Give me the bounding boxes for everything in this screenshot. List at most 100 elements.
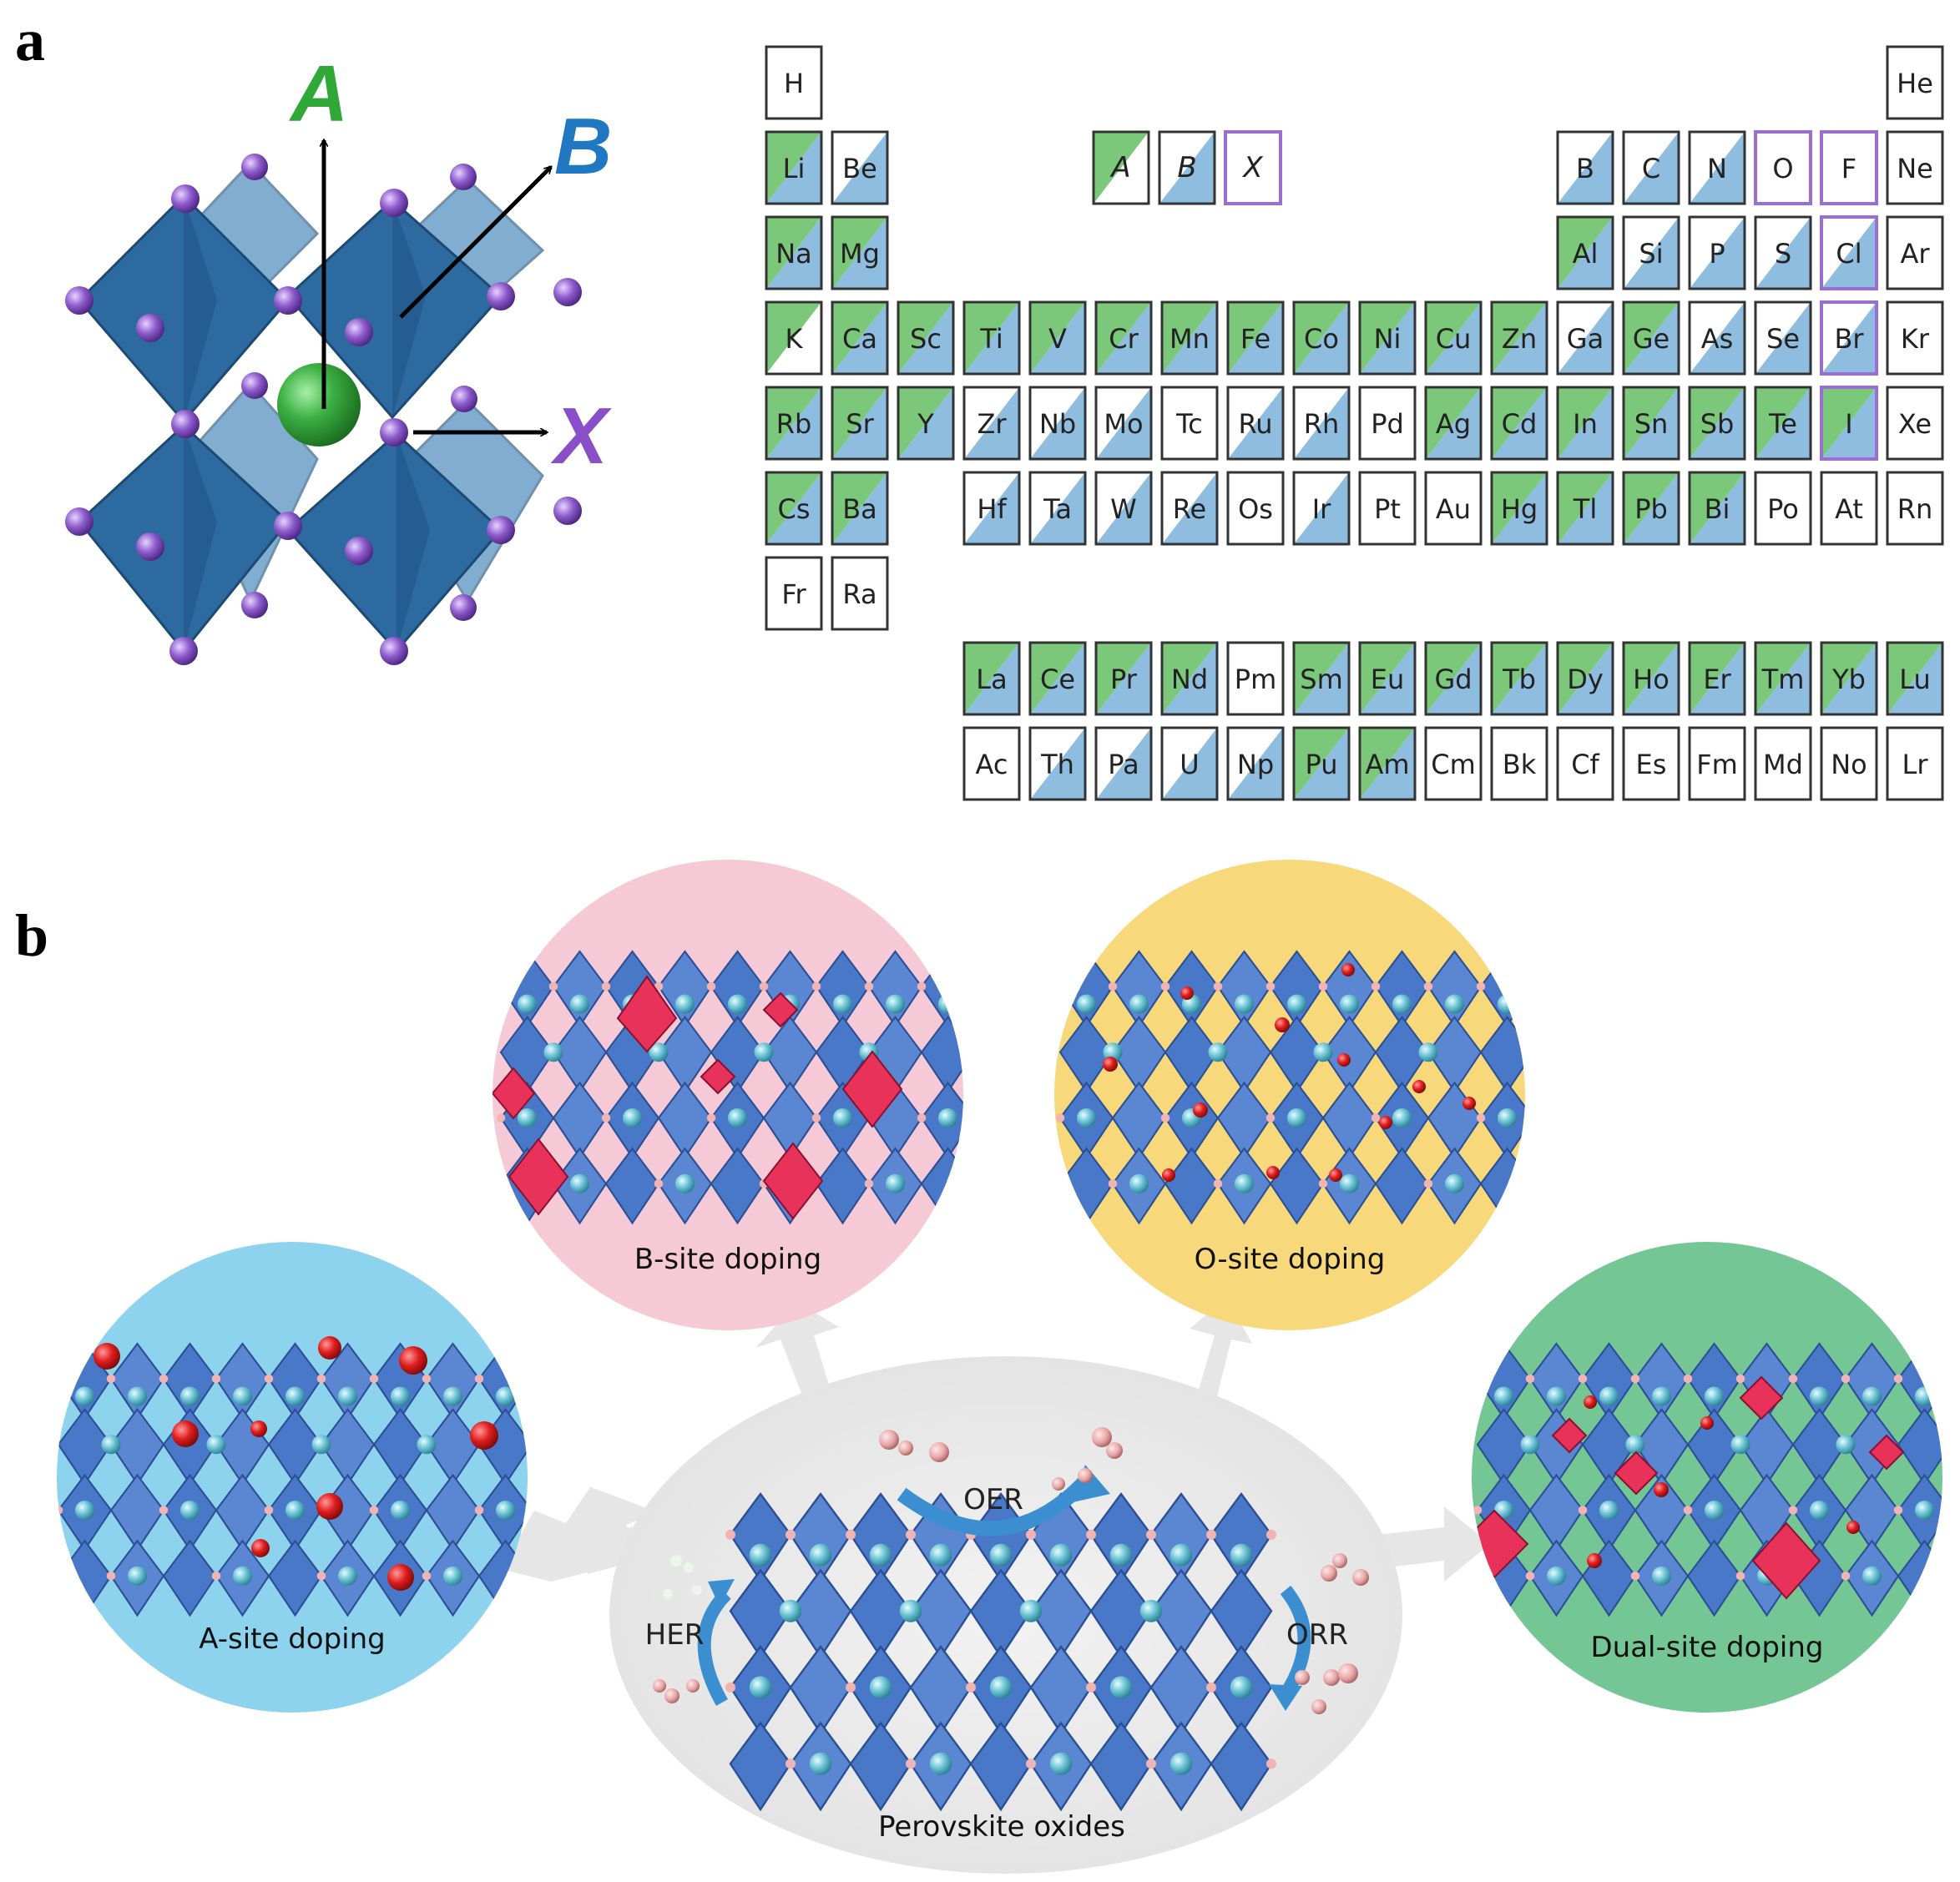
element-symbol: Pd (1371, 408, 1404, 440)
element-symbol: Es (1636, 749, 1667, 780)
element-te: Te (1754, 386, 1812, 461)
element-hg: Hg (1490, 471, 1548, 546)
element-v: V (1028, 300, 1087, 376)
element-at: At (1820, 471, 1878, 546)
element-symbol: Pr (1110, 663, 1138, 695)
element-kr: Kr (1886, 300, 1944, 376)
element-symbol: Y (917, 408, 934, 440)
element-n: N (1688, 130, 1746, 205)
element-sr: Sr (831, 386, 889, 461)
element-symbol: Tl (1573, 493, 1597, 525)
element-symbol: Br (1834, 323, 1864, 355)
element-sc: Sc (897, 300, 955, 376)
element-symbol: Sc (910, 323, 942, 355)
element-cl: Cl (1820, 215, 1878, 290)
element-symbol: Gd (1434, 663, 1472, 695)
bubble-dual-site: Dual-site doping (1472, 1242, 1942, 1713)
element-symbol: In (1573, 408, 1598, 440)
element-ga: Ga (1556, 300, 1614, 376)
element-symbol: Md (1763, 749, 1803, 780)
key-b-box: B (1158, 130, 1216, 205)
element-symbol: Si (1639, 238, 1663, 270)
element-cd: Cd (1490, 386, 1548, 461)
element-symbol: Be (842, 153, 877, 184)
panel-b-label: b (15, 902, 48, 969)
element-symbol: Ho (1633, 663, 1670, 695)
element-ce: Ce (1028, 641, 1087, 716)
element-lu: Lu (1886, 641, 1944, 716)
element-sm: Sm (1292, 641, 1351, 716)
element-pb: Pb (1622, 471, 1680, 546)
element-ru: Ru (1226, 386, 1285, 461)
element-cs: Cs (765, 471, 823, 546)
element-symbol: Th (1040, 749, 1074, 780)
element-tc: Tc (1160, 386, 1219, 461)
element-symbol: La (976, 663, 1007, 695)
bubble-b-site: B-site doping (493, 860, 963, 1330)
element-co: Co (1292, 300, 1351, 376)
element-li: Li (765, 130, 823, 205)
element-symbol: Ru (1238, 408, 1272, 440)
element-symbol: B (1576, 153, 1594, 184)
element-gd: Gd (1424, 641, 1483, 716)
key-a-box: A (1092, 130, 1150, 205)
element-ho: Ho (1622, 641, 1680, 716)
element-symbol: Rh (1304, 408, 1340, 440)
element-pt: Pt (1358, 471, 1417, 546)
bubble-a-site-caption: A-site doping (199, 1622, 386, 1656)
element-symbol: Zr (977, 408, 1007, 440)
element-nb: Nb (1028, 386, 1087, 461)
element-cu: Cu (1424, 300, 1483, 376)
element-symbol: Mo (1104, 408, 1143, 440)
element-symbol: Zn (1502, 323, 1537, 355)
element-er: Er (1688, 641, 1746, 716)
element-b: B (1556, 130, 1614, 205)
element-symbol: Tb (1502, 663, 1536, 695)
element-symbol: Na (775, 238, 812, 270)
label-x-site: X (550, 391, 612, 481)
element-fm: Fm (1688, 726, 1746, 801)
element-symbol: Os (1238, 493, 1273, 525)
element-eu: Eu (1358, 641, 1417, 716)
element-mn: Mn (1160, 300, 1219, 376)
element-md: Md (1754, 726, 1812, 801)
center-caption: Perovskite oxides (878, 1810, 1125, 1844)
element-symbol: Fe (1240, 323, 1270, 355)
element-ne: Ne (1886, 130, 1944, 205)
element-symbol: N (1707, 153, 1727, 184)
her-label: HER (645, 1618, 705, 1652)
element-symbol: Te (1768, 408, 1797, 440)
bubble-a-site: A-site doping (57, 1242, 528, 1713)
element-symbol: W (1110, 493, 1137, 525)
element-w: W (1094, 471, 1153, 546)
element-dy: Dy (1556, 641, 1614, 716)
element-tl: Tl (1556, 471, 1614, 546)
element-tm: Tm (1754, 641, 1812, 716)
element-symbol: Hg (1501, 493, 1538, 525)
element-symbol: Cs (777, 493, 810, 525)
a-site-cation (277, 363, 361, 447)
element-symbol: Pu (1305, 749, 1337, 780)
element-symbol: Fr (781, 578, 806, 610)
element-no: No (1820, 726, 1878, 801)
element-y: Y (897, 386, 955, 461)
center-perovskite: OER HER ORR Perovskite oxides (609, 1356, 1402, 1874)
label-b-site: B (554, 102, 612, 191)
element-lr: Lr (1886, 726, 1944, 801)
element-symbol: Nd (1171, 663, 1208, 695)
orr-label: ORR (1286, 1618, 1348, 1652)
element-po: Po (1754, 471, 1812, 546)
element-s: S (1754, 215, 1812, 290)
perovskite-crystal-structure: A B X (65, 49, 612, 665)
element-symbol: Pa (1108, 749, 1139, 780)
element-th: Th (1028, 726, 1087, 801)
element-k: K (765, 300, 823, 376)
element-cr: Cr (1094, 300, 1153, 376)
element-symbol: Se (1766, 323, 1800, 355)
element-symbol: Ir (1312, 493, 1331, 525)
element-ge: Ge (1622, 300, 1680, 376)
element-symbol: Ne (1897, 153, 1933, 184)
element-ra: Ra (831, 556, 889, 631)
